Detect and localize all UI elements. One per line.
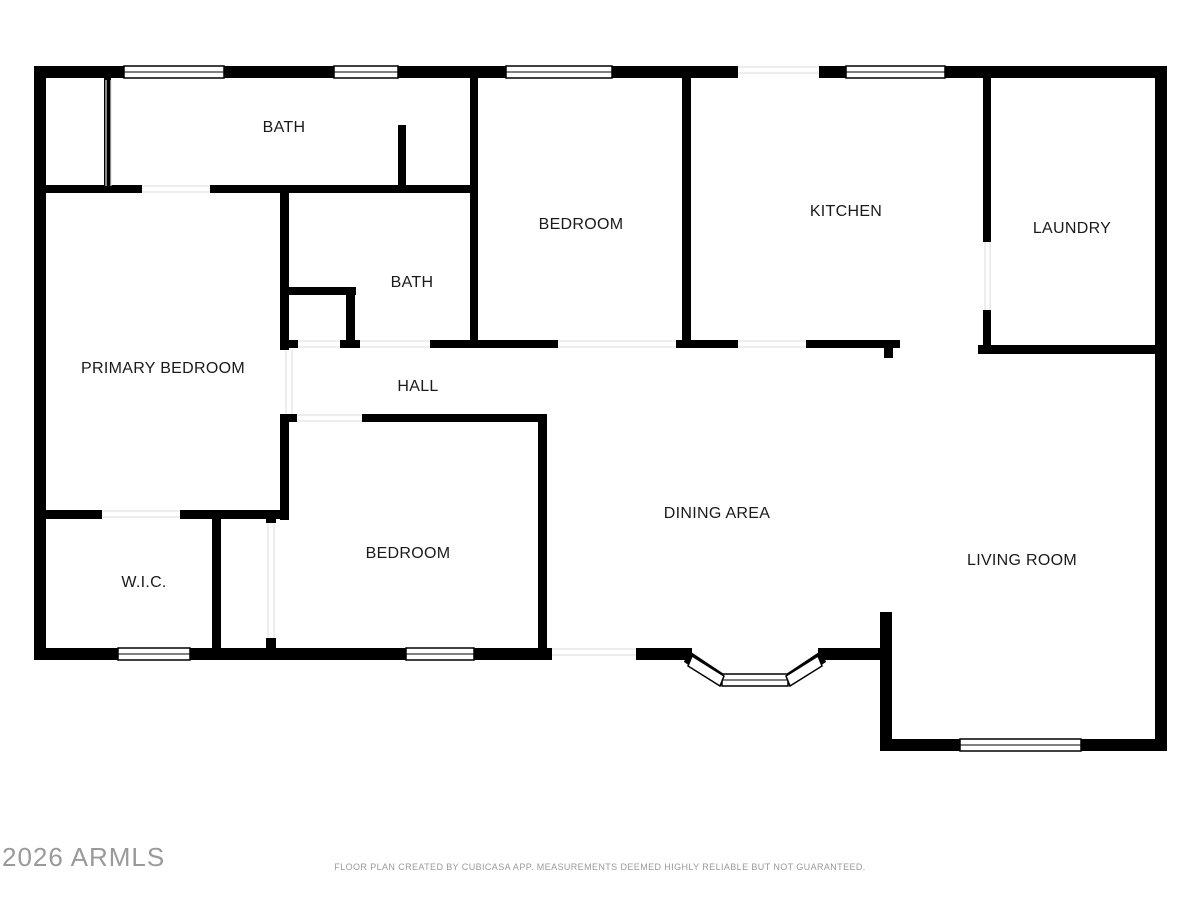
room-label-primary-bedroom: PRIMARY BEDROOM [81,360,245,377]
room-label-laundry: LAUNDRY [1033,220,1111,237]
room-label-living-room: LIVING ROOM [967,552,1077,569]
room-label-dining-area: DINING AREA [664,505,770,522]
room-label-bath-middle: BATH [391,274,434,291]
room-label-bedroom-bottom: BEDROOM [366,545,451,562]
copyright-watermark: 2026 ARMLS [2,842,166,872]
room-label-wic: W.I.C. [121,574,166,591]
openings [102,66,991,656]
room-label-kitchen: KITCHEN [810,203,882,220]
room-label-hall: HALL [397,378,438,395]
windows [117,65,1082,752]
room-label-bedroom-top: BEDROOM [539,216,624,233]
exterior-walls [34,66,1167,751]
floor-plan-credit: FLOOR PLAN CREATED BY CUBICASA APP. MEAS… [334,862,866,872]
room-label-bath-top: BATH [263,119,306,136]
interior-walls [34,66,1167,660]
